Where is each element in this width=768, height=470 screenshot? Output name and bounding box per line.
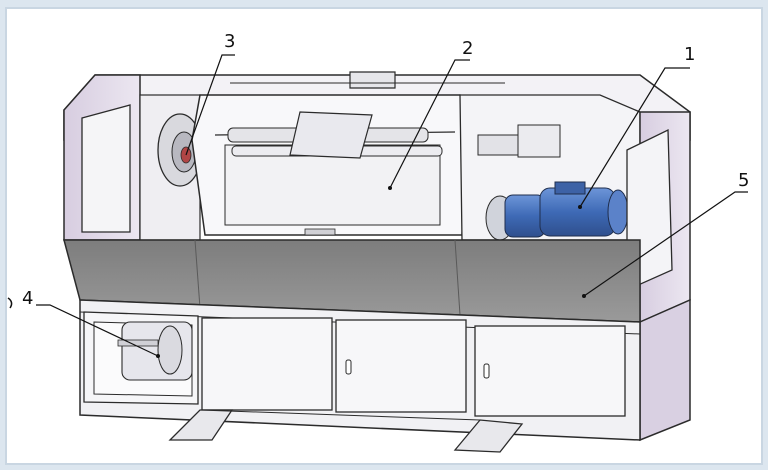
callout-1-label: 1: [684, 44, 696, 65]
wheel-assembly: [139, 94, 203, 241]
callout-4-label: 4: [22, 288, 34, 309]
drum-compartment: [83, 311, 199, 405]
left-end-panel: [63, 74, 141, 241]
callout-3-label: 3: [224, 31, 236, 52]
motor: [485, 181, 629, 241]
leader-lines: [36, 54, 748, 357]
callout-5-label: 5: [738, 170, 750, 191]
cabinet-door-middle: [335, 319, 467, 413]
central-window: [191, 94, 471, 236]
cabinet-door-left: [201, 317, 346, 411]
cabinet-door-right: [474, 325, 626, 417]
callout-2-label: 2: [462, 38, 474, 59]
edge-mark: [7, 297, 13, 309]
feet: [168, 409, 524, 453]
